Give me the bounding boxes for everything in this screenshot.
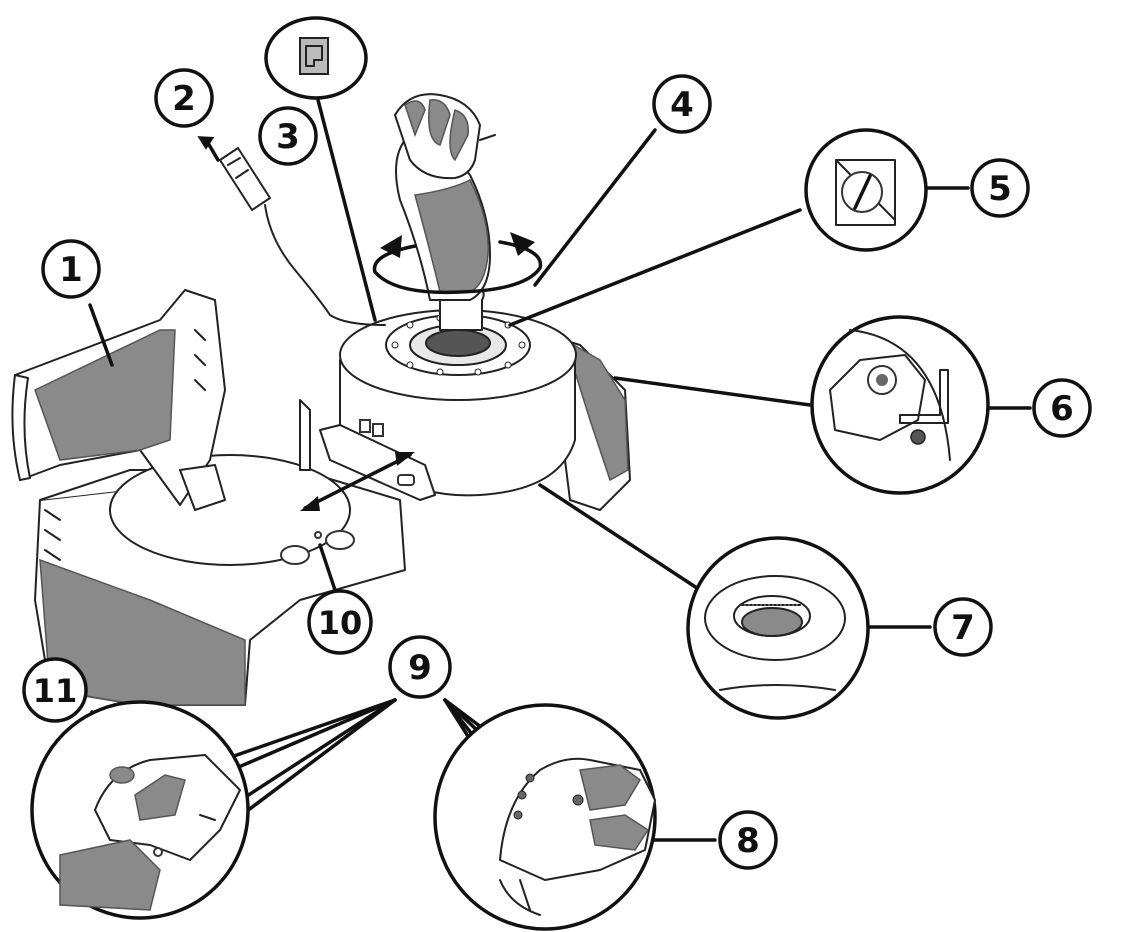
callout-1: 1	[41, 239, 101, 299]
hex-key-inset	[810, 315, 990, 495]
callout-8: 8	[718, 810, 778, 870]
callout-8-label: 8	[736, 821, 760, 861]
usb-plug-icon	[197, 136, 386, 326]
dial-inset	[686, 536, 870, 720]
callout-2: 2	[154, 68, 214, 128]
rotation-arrow-icon	[372, 232, 543, 295]
callout-6-label: 6	[1050, 389, 1074, 429]
callout-3: 3	[258, 106, 318, 166]
joystick-grip	[394, 93, 496, 331]
lock-screw-icon	[804, 128, 928, 252]
callout-4: 4	[652, 74, 712, 134]
callout-3-label: 3	[276, 117, 300, 157]
joystick-base	[319, 309, 631, 511]
throttle-buttons-inset	[30, 700, 250, 920]
callout-5-label: 5	[988, 169, 1012, 209]
callout-7-label: 7	[951, 608, 975, 648]
attach-arrow-icon	[300, 452, 415, 511]
callout-10-label: 10	[318, 604, 363, 642]
callout-11-label: 11	[33, 672, 78, 710]
callout-5: 5	[970, 158, 1030, 218]
callout-2-label: 2	[172, 79, 196, 119]
throttle-unit	[11, 289, 406, 706]
callout-11: 11	[22, 657, 88, 723]
callout-7: 7	[933, 597, 993, 657]
callout-6: 6	[1032, 378, 1092, 438]
callout-9-label: 9	[408, 648, 432, 688]
callout-4-label: 4	[670, 85, 694, 125]
callout-9: 9	[388, 635, 452, 699]
connector-card-icon	[264, 16, 368, 100]
callout-10: 10	[307, 589, 373, 655]
callout-1-label: 1	[59, 250, 83, 290]
grip-buttons-inset	[433, 703, 657, 931]
